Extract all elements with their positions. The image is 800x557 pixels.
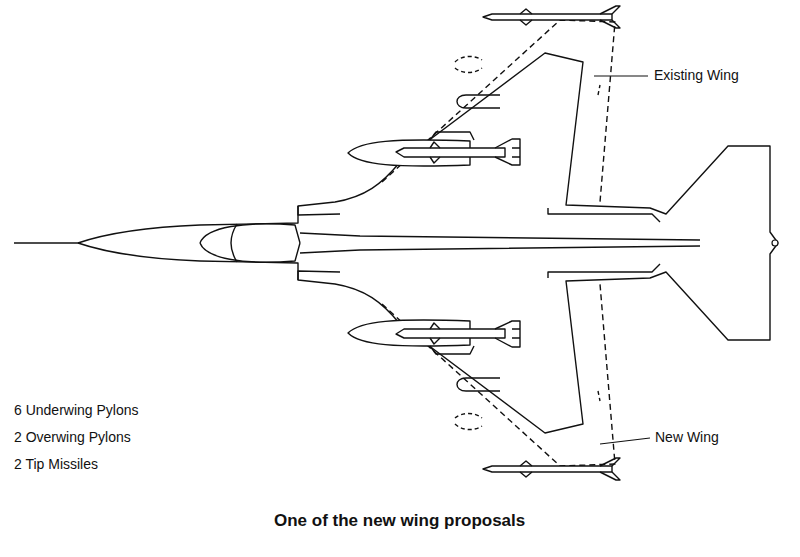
tail-cone [772, 240, 778, 246]
part-label: Existing Wing [654, 67, 739, 84]
leader-line [600, 438, 650, 444]
note-text: 2 Overwing Pylons [14, 429, 131, 446]
note-text: 2 Tip Missiles [14, 456, 98, 473]
note-text: 6 Underwing Pylons [14, 402, 139, 419]
figure-caption: One of the new wing proposals [274, 511, 525, 531]
lower-half [78, 243, 778, 480]
leader-line [594, 75, 648, 76]
upper-half [78, 6, 778, 243]
part-label: New Wing [655, 429, 719, 446]
nose-probe [14, 242, 80, 244]
